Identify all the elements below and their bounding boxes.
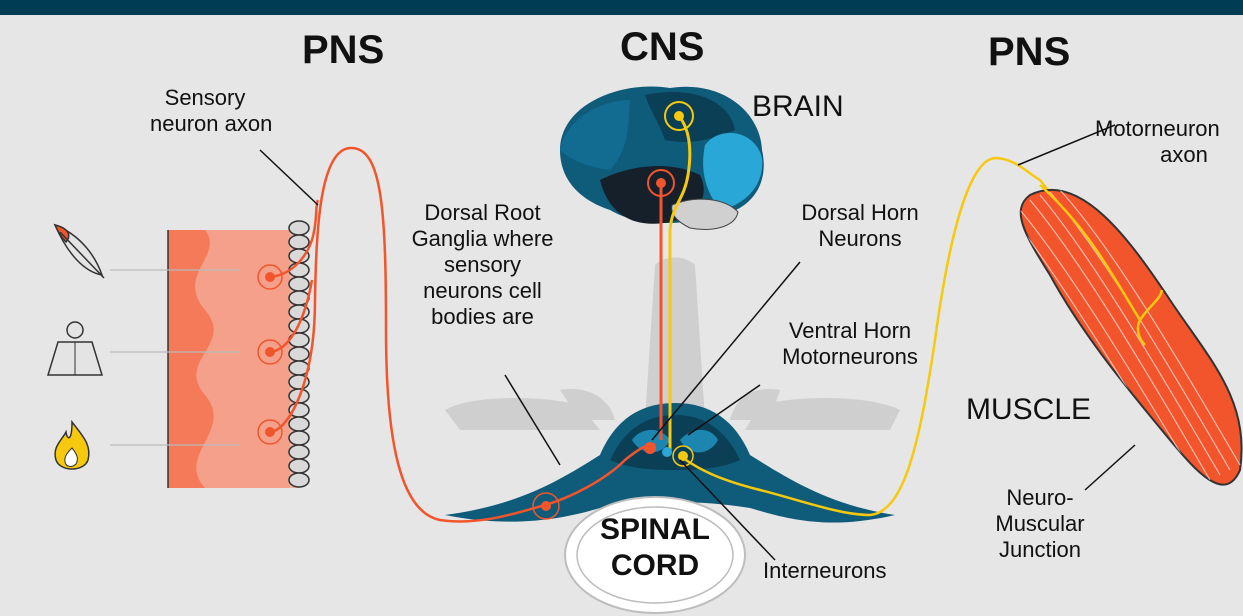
label-muscle: MUSCLE [966,393,1091,427]
label-dorsal-horn: Dorsal Horn Neurons [775,200,945,252]
label-drg: Dorsal Root Ganglia where sensory neuron… [395,200,570,330]
heading-pns-left: PNS [302,28,384,72]
label-motor-axon: Motorneuron axon [1095,116,1243,168]
label-nmj: Neuro- Muscular Junction [985,485,1095,563]
weight-icon [48,322,102,375]
label-sensory-axon: Sensory neuron axon [150,85,260,137]
flame-icon [55,422,89,469]
heading-pns-right: PNS [988,30,1070,74]
label-ventral-horn: Ventral Horn Motorneurons [760,318,940,370]
label-brain: BRAIN [752,90,844,124]
muscle [1015,185,1242,490]
feather-icon [55,225,104,278]
label-spinal-cord: SPINAL CORD [595,512,715,584]
label-interneurons: Interneurons [763,558,887,584]
heading-cns: CNS [620,25,704,69]
